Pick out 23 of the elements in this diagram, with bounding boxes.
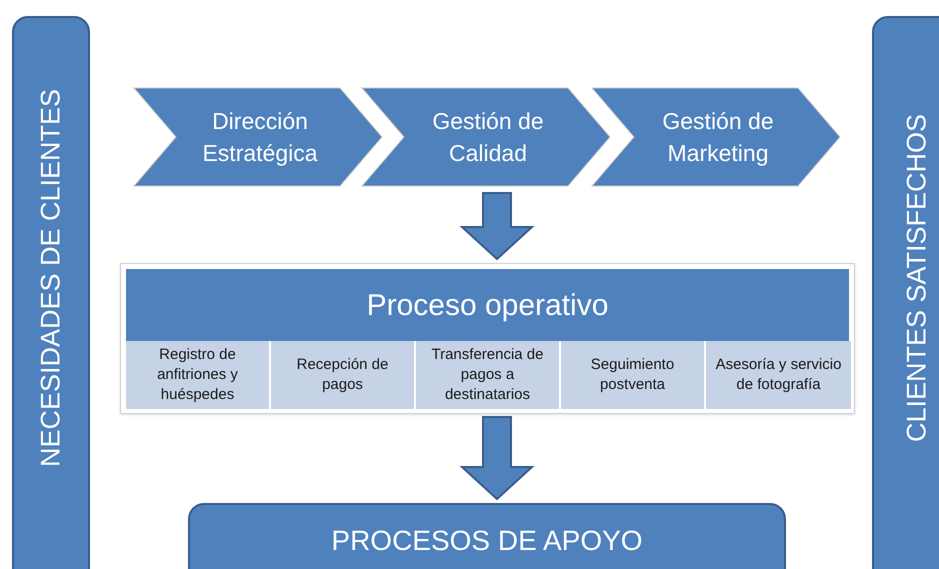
node-label: Proceso operativo	[366, 288, 608, 324]
side-bar	[12, 16, 90, 569]
process-cell	[706, 341, 851, 409]
node-label: Transferencia de pagos a destinatarios	[430, 345, 544, 405]
process-cell	[271, 341, 414, 409]
process-cell	[561, 341, 704, 409]
node-label: Seguimiento postventa	[590, 355, 676, 395]
block-arrow	[459, 416, 535, 500]
node-label: Recepción de pagos	[296, 355, 390, 395]
support-bar	[188, 503, 786, 569]
node-label: Registro de anfitriones y huéspedes	[156, 345, 239, 405]
node-label: PROCESOS DE APOYO	[331, 524, 643, 558]
node-label: Gestión de Marketing	[661, 107, 775, 168]
process-cell	[416, 341, 559, 409]
block-arrow	[459, 192, 535, 260]
node-label: CLIENTES SATISFECHOS	[904, 114, 930, 442]
node-label: Gestión de Calidad	[431, 107, 545, 168]
process-panel	[120, 263, 855, 414]
node-label: Dirección Estratégica	[201, 107, 319, 168]
node-label: Asesoría y servicio de fotografía	[714, 355, 842, 395]
side-bar	[872, 16, 939, 569]
process-cell	[126, 341, 269, 409]
node-label: NECESIDADES DE CLIENTES	[38, 88, 64, 468]
